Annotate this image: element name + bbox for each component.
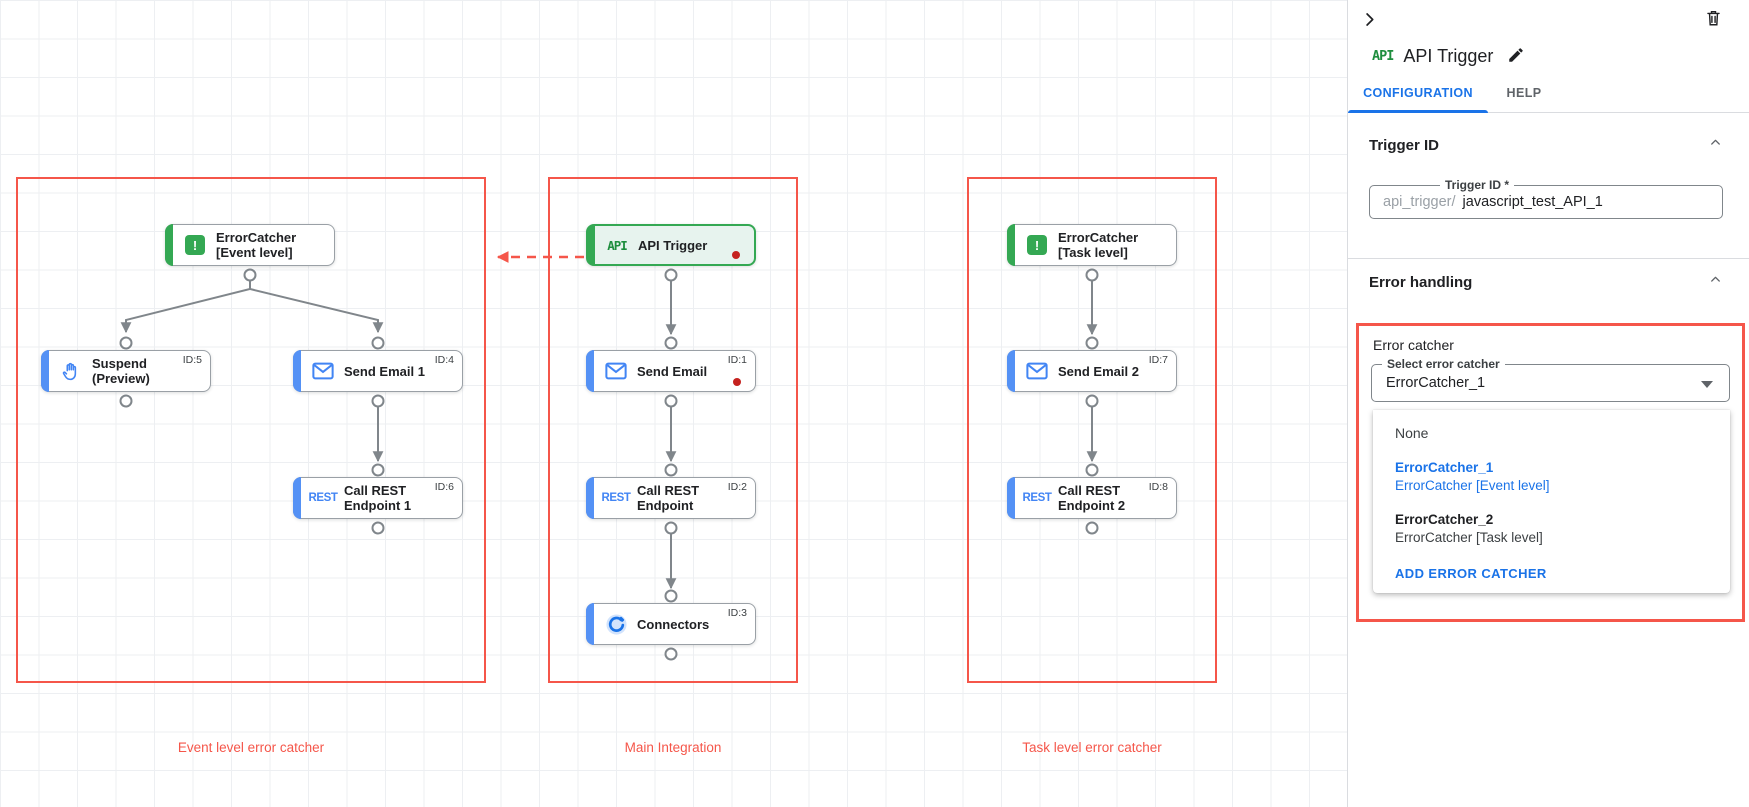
node-stripe [293,477,301,519]
hand-suspend-icon [42,361,92,382]
node-stripe [1007,224,1015,266]
node-stripe [41,350,49,392]
email-icon [294,362,344,380]
group-label-task-level: Task level error catcher [1022,740,1162,755]
group-label-main-integration: Main Integration [624,740,722,755]
node-error-catcher-event[interactable]: ! ErrorCatcher [Event level] [165,224,335,266]
tab-help[interactable]: HELP [1506,86,1542,100]
node-call-rest-endpoint-1[interactable]: REST Call REST Endpoint 1 ID:6 [293,477,463,519]
node-send-email-1[interactable]: Send Email 1 ID:4 [293,350,463,392]
group-outline-main-integration [548,177,798,683]
rest-icon: REST [308,492,338,504]
api-logo-icon: API [1372,48,1394,64]
chevron-up-icon [1711,139,1720,145]
trigger-id-value: javascript_test_API_1 [1462,194,1603,210]
node-title: ErrorCatcher [Event level] [216,230,297,260]
error-catcher-select-label: Select error catcher [1382,357,1505,371]
collapse-trigger-id-button[interactable] [1708,135,1723,155]
group-label-event-level: Event level error catcher [177,740,325,755]
node-send-email[interactable]: Send Email ID:1 [586,350,756,392]
error-catcher-select-value: ErrorCatcher_1 [1386,375,1486,391]
collapse-panel-button[interactable] [1360,10,1379,32]
node-send-email-2[interactable]: Send Email 2 ID:7 [1007,350,1177,392]
error-catcher-label: Error catcher [1373,337,1454,353]
add-error-catcher-button[interactable]: ADD ERROR CATCHER [1395,566,1547,581]
trigger-id-input-label: Trigger ID * [1440,178,1515,192]
node-title: Suspend (Preview) [92,356,150,386]
node-id-badge: ID:3 [727,607,747,619]
node-title: Call REST Endpoint [637,483,700,513]
node-id-badge: ID:2 [727,481,747,493]
chevron-up-icon [1711,276,1720,282]
email-icon [1008,362,1058,380]
delete-trigger-button[interactable] [1704,8,1723,31]
chevron-right-icon [1366,13,1374,26]
node-id-badge: ID:1 [727,354,747,366]
node-title: ErrorCatcher [Task level] [1058,230,1139,260]
config-panel: API API Trigger CONFIGURATION HELP Trigg… [1347,0,1749,807]
node-call-rest-endpoint-2[interactable]: REST Call REST Endpoint 2 ID:8 [1007,477,1177,519]
node-connectors[interactable]: Connectors ID:3 [586,603,756,645]
trash-icon [1707,10,1720,26]
trigger-id-prefix: api_trigger/ [1383,194,1456,210]
edge-lines [120,281,1098,590]
error-catcher-icon: ! [166,235,216,255]
section-divider [1348,258,1749,259]
error-catcher-icon: ! [1008,235,1058,255]
node-title: Connectors [637,616,710,632]
node-call-rest-endpoint[interactable]: REST Call REST Endpoint ID:2 [586,477,756,519]
node-id-badge: ID:4 [434,354,454,366]
tab-configuration[interactable]: CONFIGURATION [1348,86,1488,113]
dropdown-arrow-icon [1701,381,1713,388]
error-status-dot [732,251,740,259]
node-stripe [586,603,594,645]
email-icon [587,362,637,380]
node-error-catcher-task[interactable]: ! ErrorCatcher [Task level] [1007,224,1177,266]
node-id-badge: ID:8 [1148,481,1168,493]
node-stripe [586,477,594,519]
integration-canvas: Event level error catcher Main Integrati… [0,0,1348,807]
option-error-catcher-2[interactable]: ErrorCatcher_2 ErrorCatcher [Task level] [1395,512,1543,545]
node-stripe [293,350,301,392]
error-catcher-dropdown-menu: None ErrorCatcher_1 ErrorCatcher [Event … [1373,410,1730,593]
collapse-error-handling-button[interactable] [1708,272,1723,292]
edit-title-button[interactable] [1507,46,1525,67]
node-title: Send Email 1 [344,363,425,379]
node-stripe [586,350,594,392]
error-status-dot [733,378,741,386]
node-id-badge: ID:6 [434,481,454,493]
node-title: Call REST Endpoint 1 [344,483,412,513]
node-id-badge: ID:5 [182,354,202,366]
node-suspend[interactable]: Suspend (Preview) ID:5 [41,350,211,392]
node-id-badge: ID:7 [1148,354,1168,366]
option-error-catcher-1[interactable]: ErrorCatcher_1 ErrorCatcher [Event level… [1395,460,1550,493]
trigger-id-section-title: Trigger ID [1369,136,1440,154]
node-title: Send Email 2 [1058,363,1139,379]
node-title: Send Email [637,363,708,379]
api-icon: API [607,237,628,253]
edges-layer [119,251,1099,661]
node-title: API Trigger [638,237,708,253]
node-stripe [1007,477,1015,519]
error-catcher-select[interactable]: Select error catcher ErrorCatcher_1 [1371,357,1730,402]
node-title: Call REST Endpoint 2 [1058,483,1126,513]
connector-ports[interactable] [119,268,1099,661]
panel-title: API Trigger [1403,45,1494,66]
group-outline-task-level [967,177,1217,683]
rest-icon: REST [601,492,631,504]
option-none[interactable]: None [1395,425,1429,441]
panel-tabs: CONFIGURATION HELP [1348,86,1749,113]
error-catcher-highlight-outline: Error catcher Select error catcher Error… [1356,323,1745,622]
trigger-id-input[interactable]: Trigger ID * api_trigger/ javascript_tes… [1369,178,1723,219]
node-stripe [1007,350,1015,392]
node-api-trigger[interactable]: API API Trigger [586,224,756,266]
node-stripe [165,224,173,266]
group-outline-event-level [16,177,486,683]
rest-icon: REST [1022,492,1052,504]
pencil-icon [1509,47,1524,62]
error-handling-section-title: Error handling [1369,273,1473,291]
node-stripe [587,225,595,265]
connectors-icon [587,613,637,636]
